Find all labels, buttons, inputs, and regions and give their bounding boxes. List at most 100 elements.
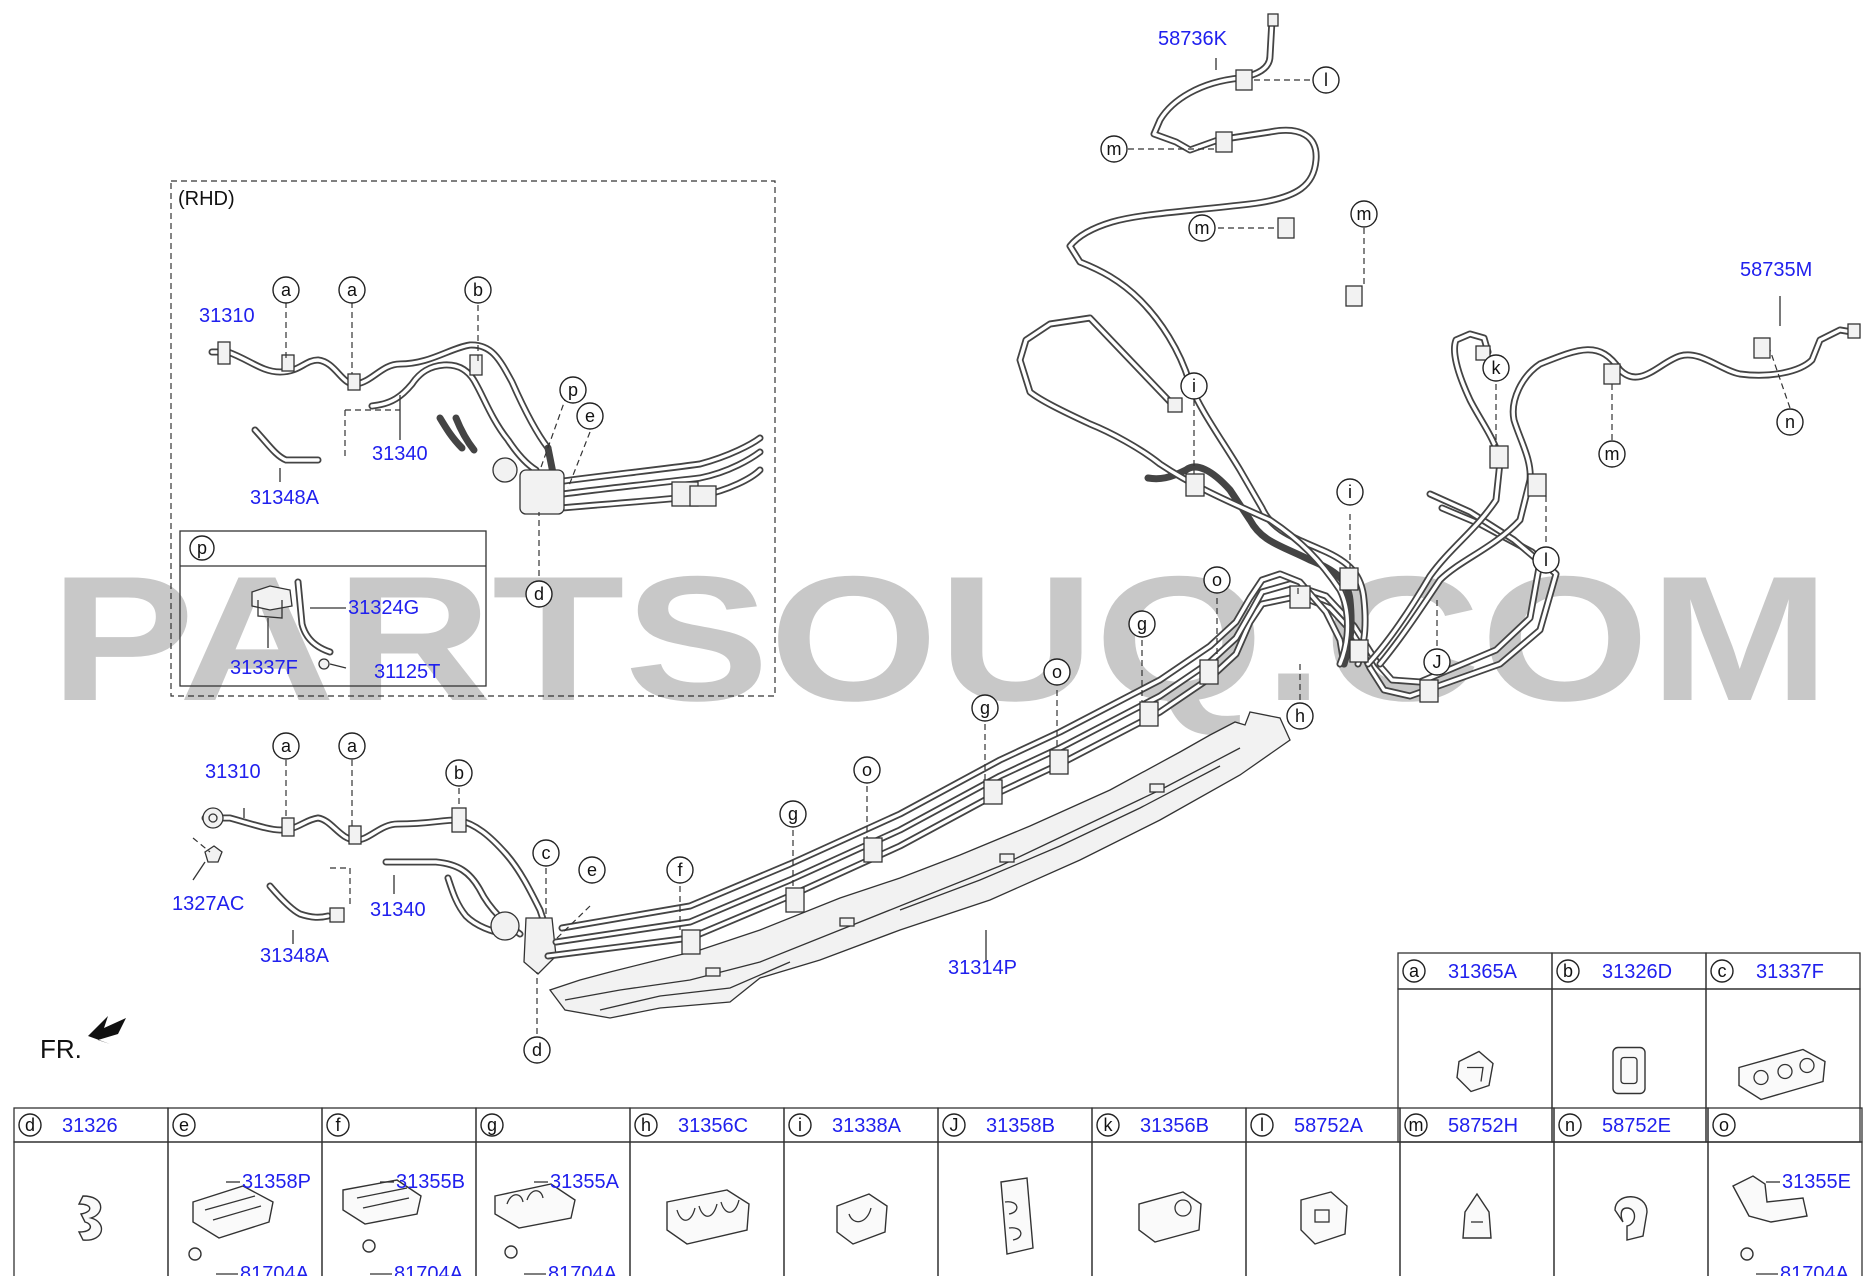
- svg-text:o: o: [1212, 570, 1222, 590]
- main-assembly: 31310 1327AC 31340 31348A 31314P 58736K …: [172, 13, 1861, 1064]
- svg-text:b: b: [473, 280, 483, 300]
- p-part-31337F: 31337F: [230, 657, 298, 679]
- legend-icon-c: [1738, 1048, 1826, 1101]
- callout-i2[interactable]: i: [1336, 478, 1364, 506]
- legend-part-b: 31326D: [1602, 961, 1672, 983]
- svg-text:b: b: [454, 763, 464, 783]
- legend-letter-e: e: [179, 1115, 189, 1135]
- legend-letter-n: n: [1565, 1115, 1575, 1135]
- watermark: PARTSOUQ.COM: [50, 539, 1830, 738]
- rhd-callout-a2[interactable]: a: [338, 276, 366, 304]
- callout-e[interactable]: e: [578, 856, 606, 884]
- rhd-inset-frame: [170, 180, 776, 697]
- legend-part-m: 58752H: [1448, 1115, 1518, 1137]
- front-arrow-icon: [88, 1016, 126, 1044]
- svg-text:n: n: [1785, 412, 1795, 432]
- svg-text:a: a: [281, 280, 292, 300]
- svg-text:g: g: [1137, 614, 1147, 634]
- legend-icon-h: [666, 1189, 750, 1245]
- legend-subpart-e-1: 31358P: [242, 1171, 311, 1193]
- rhd-callout-b[interactable]: b: [464, 276, 492, 304]
- callout-g3[interactable]: g: [1128, 610, 1156, 638]
- legend-letter-b: b: [1563, 961, 1573, 981]
- front-direction-indicator: FR.: [40, 1016, 126, 1064]
- main-front-lines: [201, 807, 557, 975]
- rhd-inset: (RHD): [170, 180, 776, 697]
- callout-o2[interactable]: o: [1043, 658, 1071, 686]
- callout-o3[interactable]: o: [1203, 566, 1231, 594]
- legend-part-J: 31358B: [986, 1115, 1055, 1137]
- legend-part-k: 31356B: [1140, 1115, 1209, 1137]
- svg-text:a: a: [347, 736, 358, 756]
- callout-i1[interactable]: i: [1180, 372, 1208, 400]
- svg-text:J: J: [1433, 652, 1442, 672]
- svg-text:i: i: [1192, 376, 1196, 396]
- callout-l1[interactable]: l: [1532, 546, 1560, 574]
- callout-h[interactable]: h: [1286, 702, 1314, 730]
- legend-cell-b[interactable]: b 31326D: [1551, 952, 1707, 1143]
- callout-f[interactable]: f: [666, 856, 694, 884]
- svg-text:c: c: [542, 843, 551, 863]
- callout-m3[interactable]: m: [1350, 200, 1378, 228]
- svg-text:m: m: [1195, 218, 1210, 238]
- callout-m2[interactable]: m: [1188, 214, 1216, 242]
- callout-n[interactable]: n: [1776, 408, 1804, 436]
- callout-l2[interactable]: l: [1312, 66, 1340, 94]
- p-part-31125T: 31125T: [374, 661, 440, 683]
- rhd-callout-a1[interactable]: a: [272, 276, 300, 304]
- legend-icon-a: [1456, 1050, 1494, 1093]
- rhd-callout-p[interactable]: p: [559, 376, 587, 404]
- main-callout-lines: [192, 58, 1791, 1034]
- legend-cell-n[interactable]: n 58752E: [1553, 1107, 1709, 1276]
- svg-text:m: m: [1605, 444, 1620, 464]
- legend-subpart-g-2: 81704A: [548, 1263, 618, 1276]
- callout-a2[interactable]: a: [338, 732, 366, 760]
- legend-letter-o: o: [1719, 1115, 1729, 1135]
- legend-letter-c: c: [1718, 961, 1727, 981]
- legend-icon-i: [836, 1193, 888, 1245]
- svg-text:l: l: [1544, 550, 1548, 570]
- rhd-part-31348A: 31348A: [250, 487, 320, 509]
- legend-subpart-f-1: 31355B: [396, 1171, 465, 1193]
- svg-text:e: e: [585, 406, 595, 426]
- rhd-label: (RHD): [178, 188, 235, 210]
- callout-d[interactable]: d: [523, 1036, 551, 1064]
- callout-m4[interactable]: m: [1598, 440, 1626, 468]
- callout-g2[interactable]: g: [971, 694, 999, 722]
- callout-g1[interactable]: g: [779, 800, 807, 828]
- callout-b[interactable]: b: [445, 759, 473, 787]
- legend-icon-f: [342, 1179, 422, 1253]
- callout-J[interactable]: J: [1423, 648, 1451, 676]
- legend-icon-e: [188, 1185, 274, 1261]
- callout-o1[interactable]: o: [853, 756, 881, 784]
- rhd-callout-e[interactable]: e: [576, 402, 604, 430]
- svg-text:a: a: [281, 736, 292, 756]
- main-part-31314P: 31314P: [948, 957, 1017, 979]
- svg-text:a: a: [347, 280, 358, 300]
- callout-m1[interactable]: m: [1100, 135, 1128, 163]
- callout-k[interactable]: k: [1482, 354, 1510, 382]
- svg-text:l: l: [1324, 70, 1328, 90]
- callout-c[interactable]: c: [532, 839, 560, 867]
- legend-icon-k: [1138, 1191, 1202, 1243]
- rhd-callout-d[interactable]: d: [525, 580, 553, 608]
- legend-part-n: 58752E: [1602, 1115, 1671, 1137]
- callout-a1[interactable]: a: [272, 732, 300, 760]
- legend-icon-m: [1462, 1192, 1492, 1239]
- main-part-31310: 31310: [205, 761, 261, 783]
